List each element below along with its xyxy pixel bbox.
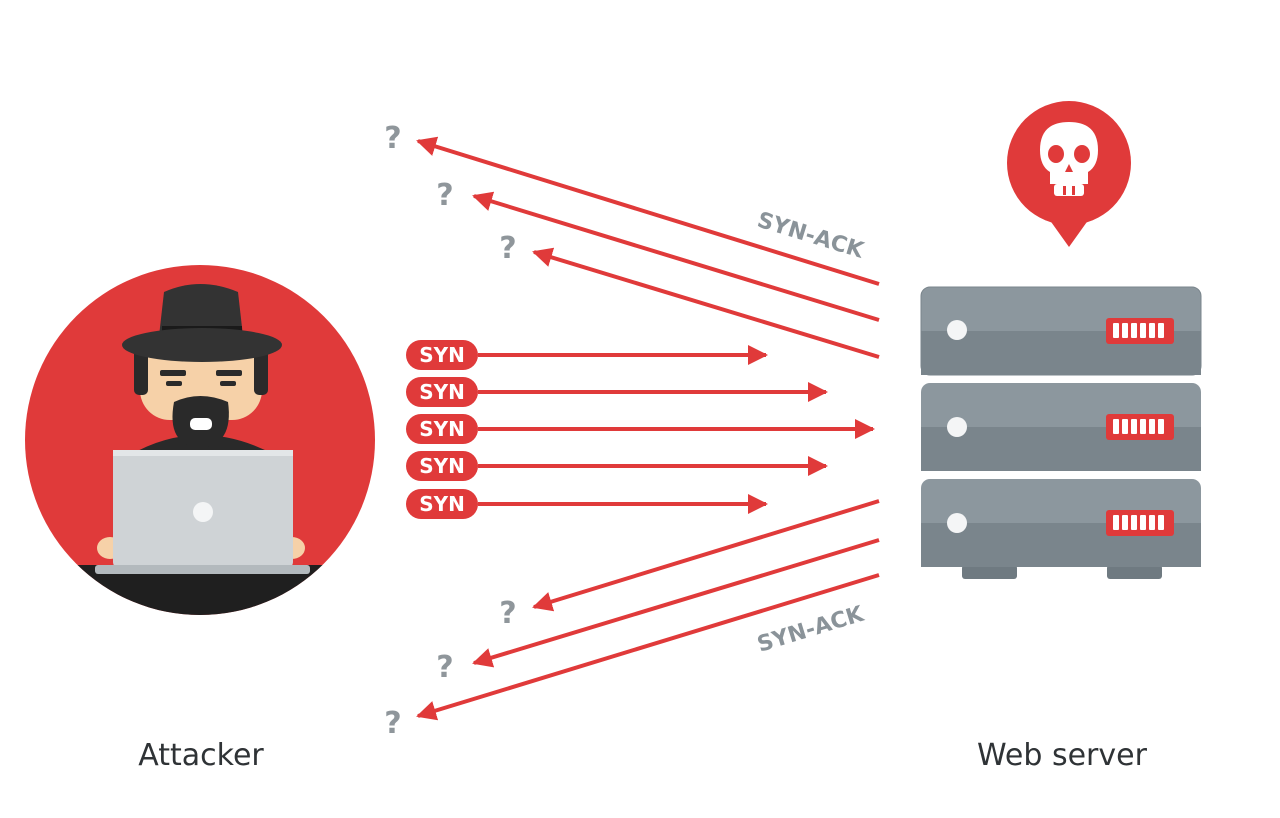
question-mark: ? <box>384 706 401 741</box>
syn-label: SYN <box>419 380 465 404</box>
syn-arrow-group: SYN SYN SYN SYN SYN <box>406 340 875 519</box>
attacker-icon <box>25 265 375 615</box>
syn-label: SYN <box>419 492 465 516</box>
syn-ack-label: SYN-ACK <box>754 208 867 264</box>
syn-arrow: SYN <box>406 451 828 481</box>
question-mark: ? <box>384 121 401 156</box>
syn-label: SYN <box>419 417 465 441</box>
syn-ack-arrow <box>416 136 880 286</box>
skull-pin-icon <box>1007 101 1131 247</box>
syn-arrow: SYN <box>406 377 828 407</box>
question-mark: ? <box>436 178 453 213</box>
server-rack-icon <box>920 286 1202 579</box>
syn-ack-arrow <box>416 573 880 721</box>
server-unit <box>921 479 1201 567</box>
syn-ack-arrow <box>532 499 880 612</box>
question-mark: ? <box>499 231 516 266</box>
attacker-caption: Attacker <box>138 738 264 773</box>
syn-label: SYN <box>419 454 465 478</box>
syn-arrow: SYN <box>406 489 768 519</box>
question-mark: ? <box>499 596 516 631</box>
server-unit <box>921 383 1201 471</box>
syn-label: SYN <box>419 343 465 367</box>
syn-ack-arrow <box>532 247 880 359</box>
syn-ack-lower-group: SYN-ACK ? ? ? <box>384 499 880 741</box>
server-caption: Web server <box>977 738 1148 773</box>
syn-ack-upper-group: SYN-ACK ? ? ? <box>384 121 880 359</box>
syn-arrow: SYN <box>406 340 768 370</box>
syn-arrow: SYN <box>406 414 875 444</box>
syn-ack-arrow <box>472 538 880 668</box>
syn-ack-arrow <box>472 191 880 322</box>
server-unit <box>920 286 1202 376</box>
question-mark: ? <box>436 650 453 685</box>
